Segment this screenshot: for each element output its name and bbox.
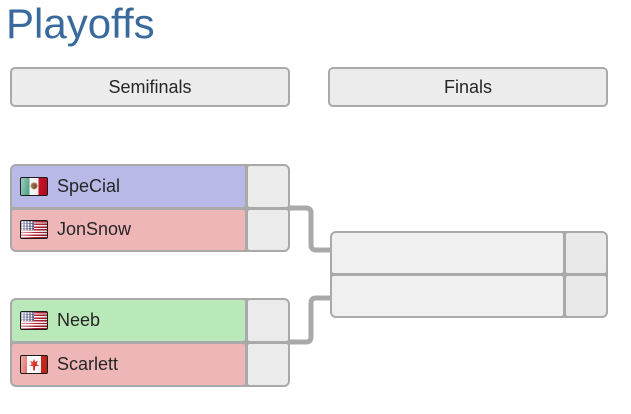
player-name: SpeCial bbox=[57, 175, 121, 196]
score-cell bbox=[248, 209, 288, 250]
score-cell bbox=[566, 233, 606, 273]
round-header-finals: Finals bbox=[328, 67, 608, 107]
player-row-jonsnow[interactable]: JonSnow bbox=[12, 209, 245, 250]
bracket-connector-sf1-to-final bbox=[288, 205, 332, 253]
score-cell bbox=[248, 166, 288, 207]
player-row-scarlett[interactable]: Scarlett bbox=[12, 344, 245, 385]
semifinal-match-2: Neeb Scarlett bbox=[10, 298, 290, 387]
player-row-neeb[interactable]: Neeb bbox=[12, 300, 245, 341]
score-cell bbox=[248, 300, 288, 341]
bracket-connector-sf2-to-final bbox=[288, 295, 332, 345]
round-header-semifinals: Semifinals bbox=[10, 67, 290, 107]
page-title: Playoffs bbox=[6, 0, 155, 47]
score-cell bbox=[248, 344, 288, 385]
player-name: JonSnow bbox=[57, 219, 132, 240]
finals-slot-1 bbox=[332, 233, 563, 273]
round-header-semifinals-label: Semifinals bbox=[108, 76, 192, 97]
player-name: Neeb bbox=[57, 310, 101, 330]
score-cell bbox=[566, 276, 606, 316]
round-header-finals-label: Finals bbox=[443, 76, 492, 97]
canada-flag-icon bbox=[20, 355, 48, 374]
usa-flag-icon bbox=[20, 311, 48, 330]
usa-flag-icon bbox=[20, 220, 48, 240]
player-name: Scarlett bbox=[57, 354, 119, 374]
player-row-special[interactable]: SpeCial bbox=[12, 166, 245, 207]
semifinal-match-1: SpeCial JonSnow bbox=[10, 164, 290, 252]
finals-match bbox=[330, 231, 608, 318]
mexico-flag-icon bbox=[20, 176, 48, 196]
finals-slot-2 bbox=[332, 276, 563, 316]
